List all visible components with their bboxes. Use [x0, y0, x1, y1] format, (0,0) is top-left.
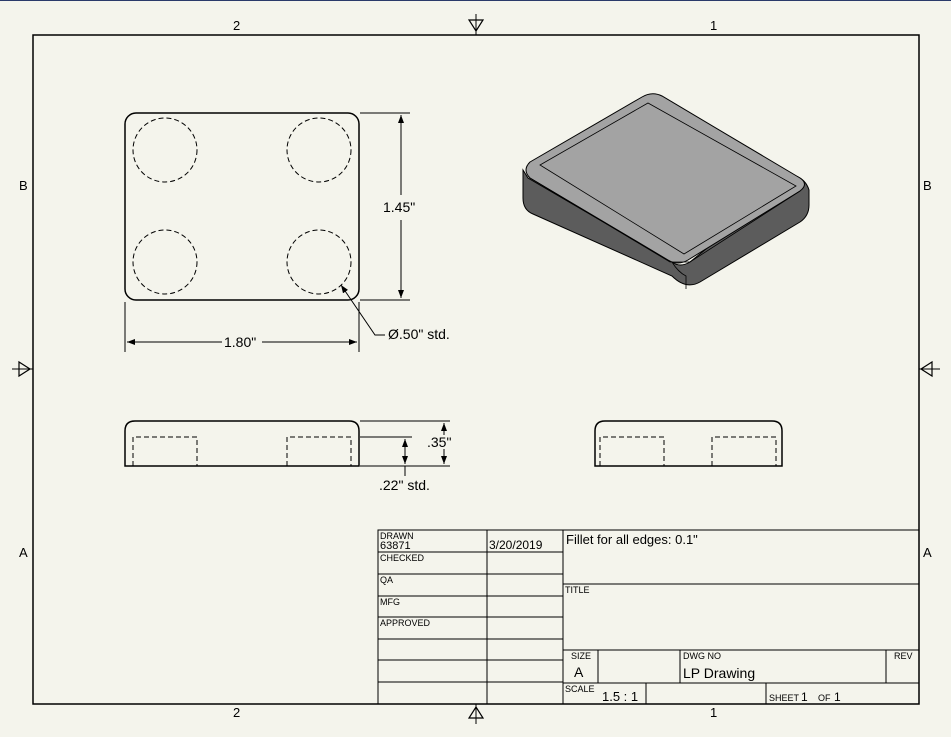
qa-label: QA [380, 575, 394, 585]
dwg-no-label: DWG NO [683, 651, 721, 661]
pocket-hidden [711, 436, 777, 466]
scale-label: SCALE [565, 684, 595, 694]
hole-diameter-dimension[interactable]: Ø.50" std. [386, 326, 452, 342]
hole-hidden [286, 117, 352, 183]
zone-label-right-b: B [923, 178, 932, 193]
side-view-outline [594, 420, 783, 467]
size-label: SIZE [571, 651, 592, 661]
iso-side-faces [522, 168, 810, 286]
front-view [124, 420, 450, 476]
drawn-label: DRAWN [380, 531, 414, 541]
title-label: TITLE [565, 585, 590, 595]
center-mark-bottom [467, 705, 485, 719]
zone-label-bottom-2: 2 [233, 705, 241, 720]
zone-label-left-b: B [19, 178, 28, 193]
zone-label-top-1: 1 [710, 18, 718, 33]
scale-value[interactable]: 1.5 : 1 [602, 689, 639, 704]
iso-front-edge [671, 261, 687, 289]
pocket-depth-dimension[interactable]: .22" std. [377, 477, 432, 493]
iso-top-inner-edge [539, 102, 797, 255]
zone-label-right-a: A [923, 545, 932, 560]
height-dimension[interactable]: 1.45" [381, 199, 418, 215]
drawing-note[interactable]: Fillet for all edges: 0.1" [566, 532, 698, 547]
sheet-total[interactable]: 1 [834, 690, 841, 704]
top-view-outline [124, 112, 360, 301]
front-view-outline [124, 420, 360, 467]
centering-marks [18, 19, 933, 719]
size-value[interactable]: A [574, 664, 584, 680]
sheet-number[interactable]: 1 [801, 690, 808, 704]
pocket-hidden [599, 436, 665, 466]
center-mark-top [467, 19, 485, 33]
title-block-grid [377, 529, 920, 705]
sheet-label: SHEET [769, 693, 800, 703]
zone-label-left-a: A [19, 545, 28, 560]
width-dimension[interactable]: 1.80" [222, 334, 259, 350]
zone-label-top-2: 2 [233, 18, 241, 33]
hole-hidden [286, 229, 352, 295]
isometric-view [522, 93, 810, 289]
center-mark-left [18, 360, 32, 378]
iso-side-edge [529, 177, 801, 263]
checked-label: CHECKED [380, 553, 425, 563]
zone-label-bottom-1: 1 [710, 705, 718, 720]
side-view [594, 420, 783, 467]
thickness-dimension[interactable]: .35" [425, 434, 454, 450]
rev-label: REV [894, 651, 913, 661]
center-mark-right [919, 360, 933, 378]
diameter-leader [340, 284, 385, 336]
pocket-hidden [286, 436, 352, 466]
pocket-hidden [132, 436, 198, 466]
drawing-border [32, 34, 920, 705]
sheet-of-label: OF [818, 693, 831, 703]
top-view [124, 112, 410, 352]
hole-hidden [132, 117, 198, 183]
approved-label: APPROVED [380, 618, 431, 628]
mfg-label: MFG [380, 597, 400, 607]
drawn-by-value[interactable]: 63871 [380, 540, 411, 552]
hole-hidden [132, 229, 198, 295]
drawn-date-value[interactable]: 3/20/2019 [489, 538, 543, 552]
dwg-no-value[interactable]: LP Drawing [683, 665, 756, 681]
